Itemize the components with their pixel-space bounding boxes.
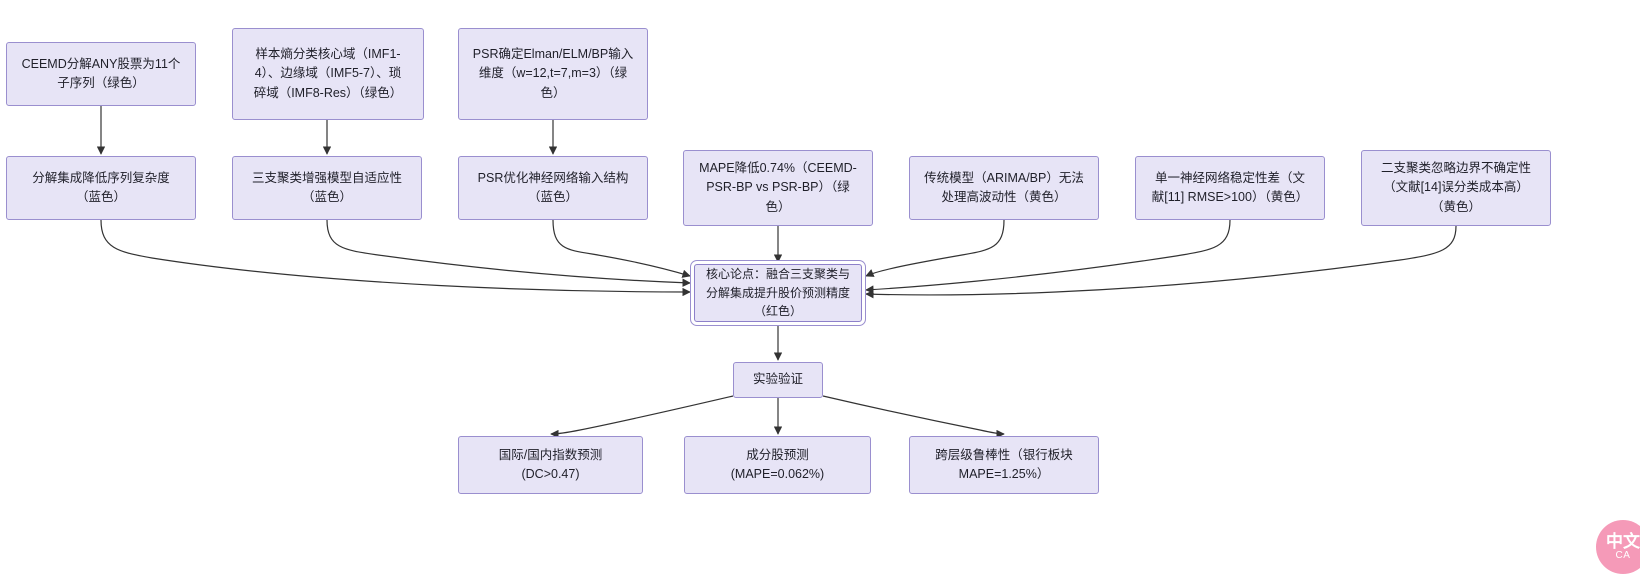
- edge-n6-core: [552, 219, 691, 278]
- watermark-text: 中文: [1606, 531, 1640, 551]
- node-psr-optimizes-network-input[interactable]: PSR优化神经网络输入结构 （蓝色）: [458, 156, 648, 220]
- edge-n11-n12: [550, 395, 734, 439]
- node-mape-improvement[interactable]: MAPE降低0.74%（CEEMD- PSR-BP vs PSR-BP）（绿 色…: [683, 150, 873, 226]
- node-two-way-clustering-boundary[interactable]: 二支聚类忽略边界不确定性 （文献[14]误分类成本高） （黄色）: [1361, 150, 1551, 226]
- node-sample-entropy-classification[interactable]: 样本熵分类核心域（IMF1- 4）、边缘域（IMF5-7）、琐 碎域（IMF8-…: [232, 28, 424, 120]
- edge-n10-core: [865, 225, 1457, 299]
- node-experimental-validation[interactable]: 实验验证: [733, 362, 823, 398]
- edge-n9-core: [865, 219, 1231, 294]
- node-index-forecast-result[interactable]: 国际/国内指数预测 (DC>0.47): [458, 436, 643, 494]
- node-cross-level-robustness-result[interactable]: 跨层级鲁棒性（银行板块 MAPE=1.25%）: [909, 436, 1099, 494]
- edge-n8-core: [865, 219, 1005, 277]
- node-traditional-model-limitation[interactable]: 传统模型（ARIMA/BP）无法 处理高波动性（黄色）: [909, 156, 1099, 220]
- node-ceemd-decomposition[interactable]: CEEMD分解ANY股票为11个 子序列（绿色）: [6, 42, 196, 106]
- watermark-subtext: CA: [1615, 549, 1631, 561]
- edge-n4-core: [100, 219, 691, 297]
- node-core-thesis[interactable]: 核心论点：融合三支聚类与 分解集成提升股价预测精度 （红色）: [694, 264, 862, 322]
- node-three-way-clustering-adaptивity[interactable]: 三支聚类增强模型自适应性 （蓝色）: [232, 156, 422, 220]
- node-decomposition-reduces-complexity[interactable]: 分解集成降低序列复杂度 （蓝色）: [6, 156, 196, 220]
- edge-n5-core: [326, 219, 691, 287]
- watermark-badge: 中文 CA: [1596, 520, 1640, 574]
- node-constituent-stock-result[interactable]: 成分股预测 (MAPE=0.062%): [684, 436, 871, 494]
- node-psr-input-dimension[interactable]: PSR确定Elman/ELM/BP输入 维度（w=12,t=7,m=3）（绿 色…: [458, 28, 648, 120]
- edge-n11-n14: [822, 395, 1005, 439]
- node-single-network-instability[interactable]: 单一神经网络稳定性差（文 献[11] RMSE>100）（黄色）: [1135, 156, 1325, 220]
